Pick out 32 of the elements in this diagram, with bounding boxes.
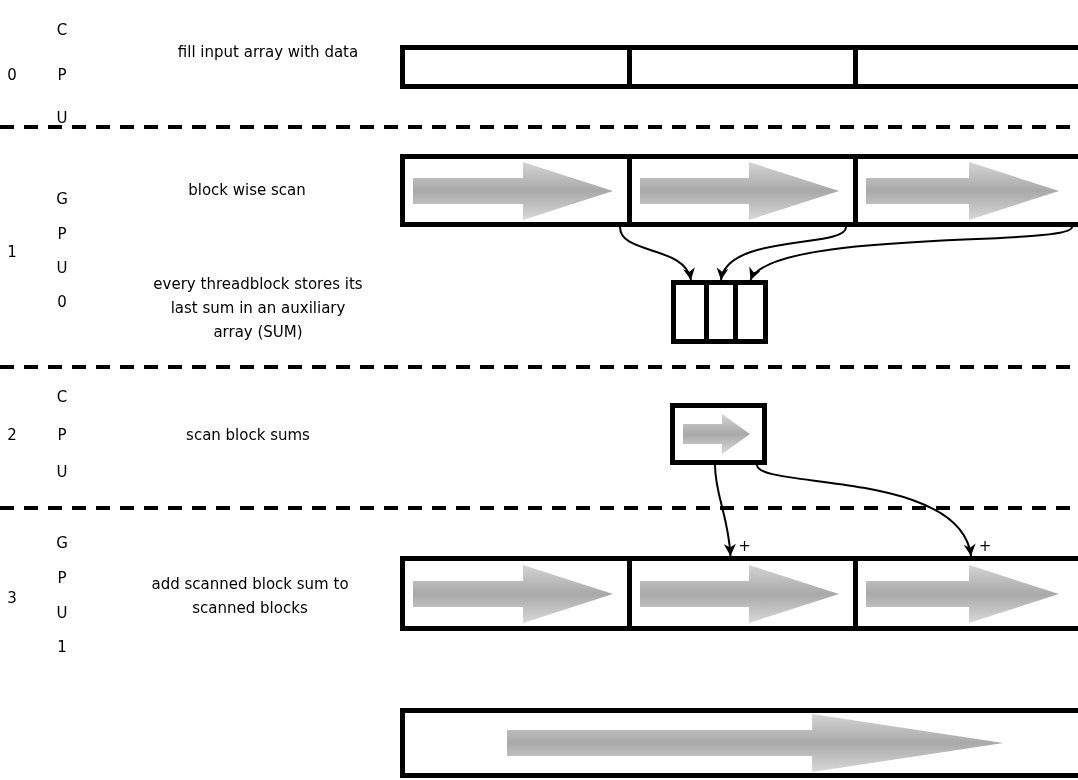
process-step-text: fill input array with data [177, 42, 359, 63]
arrow [719, 226, 847, 281]
processor-label: U [56, 462, 68, 483]
array-cell [670, 403, 767, 465]
processor-label: P [57, 65, 67, 86]
arrow [756, 464, 973, 557]
processor-label: P [57, 425, 67, 446]
processor-label: U [56, 603, 68, 624]
step-number: 1 [7, 242, 17, 263]
arrow [749, 226, 1073, 281]
processor-label: G [56, 189, 68, 210]
process-step-text: scan block sums [186, 425, 310, 446]
step-number: 3 [7, 588, 17, 609]
process-step-text: every threadblock stores its last sum in an auxiliary array (SUM) [152, 274, 364, 343]
processor-label: P [57, 224, 67, 245]
array-box [400, 708, 1078, 778]
process-step-text: add scanned block sum to scanned blocks [150, 574, 350, 619]
processor-label: G [56, 533, 68, 554]
processor-label: P [57, 568, 67, 589]
processor-label: U [56, 258, 68, 279]
process-step-text: block wise scan [188, 180, 306, 201]
processor-label: U [56, 108, 68, 129]
step-number: 2 [7, 425, 17, 446]
processor-label: 1 [57, 637, 67, 658]
arrow [619, 226, 693, 281]
arrow [714, 464, 736, 557]
edge-label: + [977, 538, 993, 554]
processor-label: C [56, 387, 68, 408]
step-number: 0 [7, 65, 17, 86]
processor-label: C [56, 20, 68, 41]
processor-label: 0 [57, 292, 67, 313]
edge-label: + [737, 538, 752, 554]
